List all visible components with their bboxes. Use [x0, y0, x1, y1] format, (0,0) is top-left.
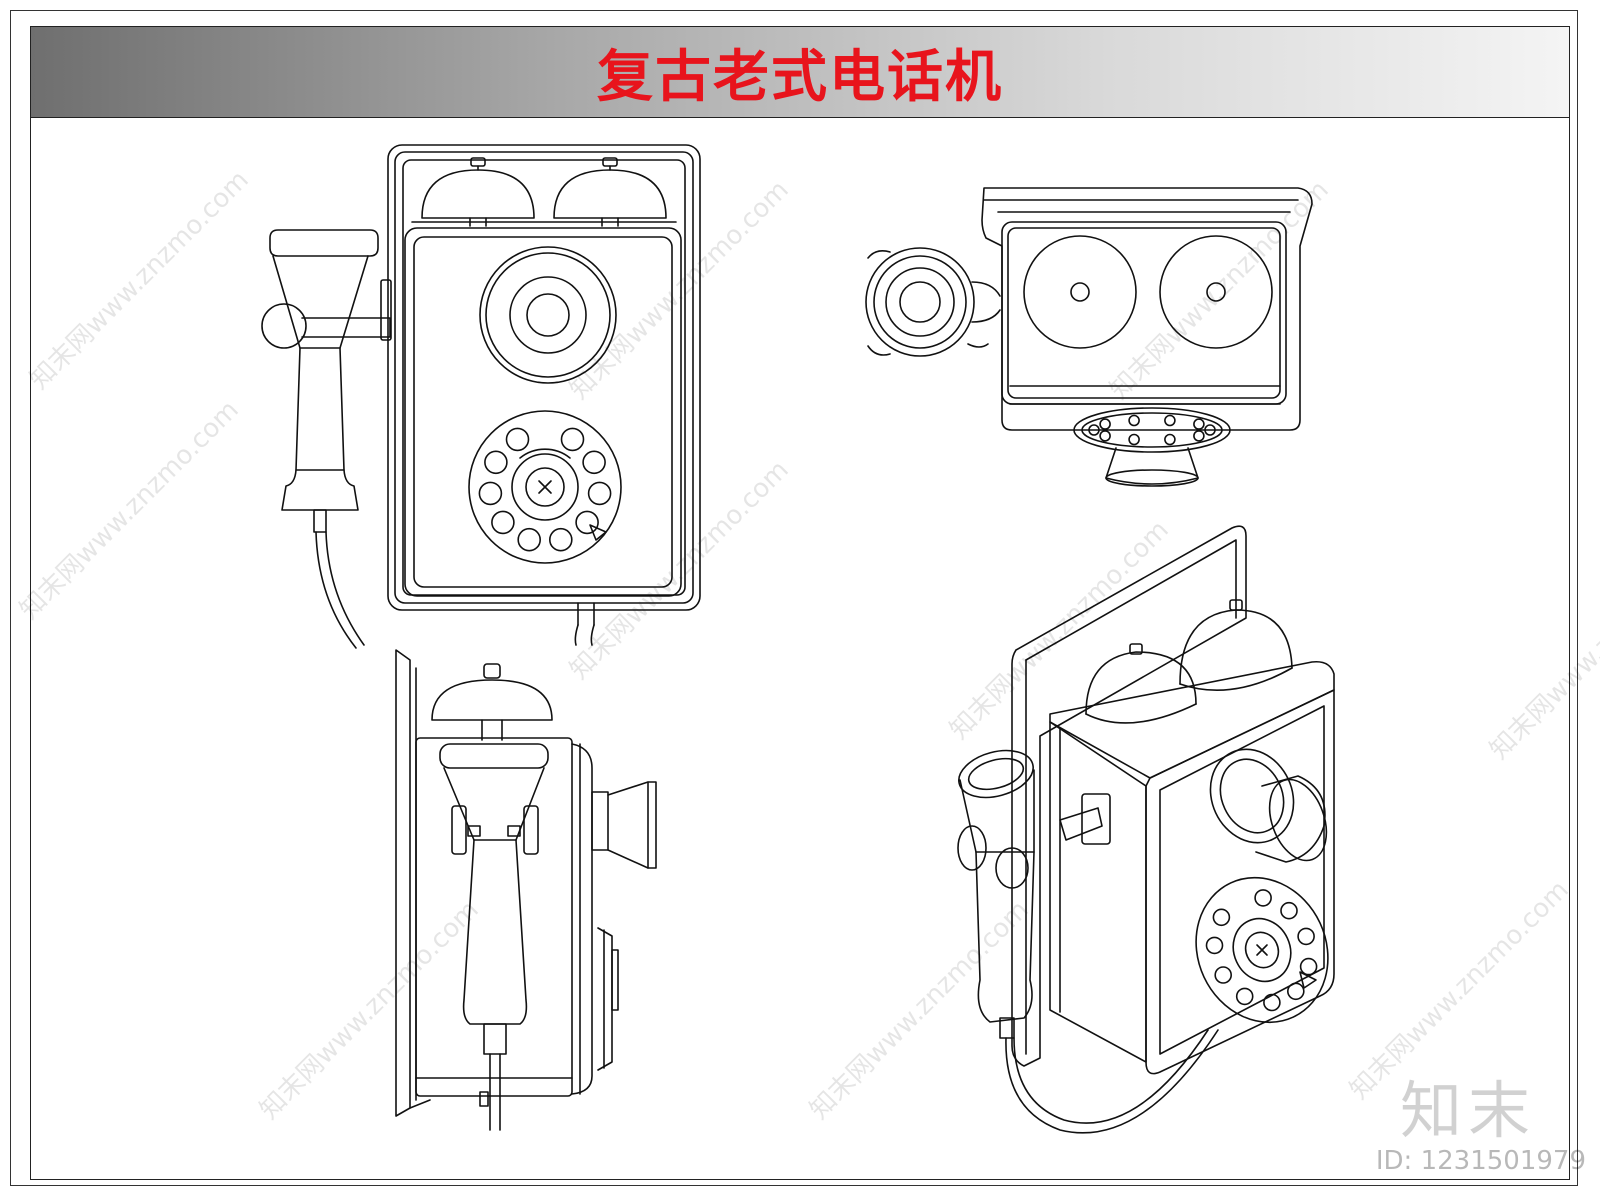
dial-finger-hole — [1204, 424, 1216, 436]
drawing-border — [30, 26, 1570, 1180]
front-view — [261, 144, 701, 649]
side-mouthpiece — [591, 791, 609, 851]
dial-finger-hole — [1099, 430, 1111, 442]
hook-knob — [261, 303, 307, 349]
drawing-title: 复古老式电话机 — [597, 44, 1003, 110]
dial-finger-hole — [478, 481, 503, 506]
brand-logo: 知末 — [1400, 1074, 1537, 1147]
dial-finger-hole — [1164, 414, 1176, 427]
backboard-inner — [394, 151, 694, 604]
dial-finger-hole — [582, 450, 606, 475]
side-view — [395, 649, 657, 1131]
iso-backboard — [1011, 525, 1247, 1067]
receiver — [269, 229, 379, 533]
bell-top-left — [1023, 235, 1137, 349]
dial-finger-hole — [1205, 936, 1224, 955]
dial-finger-hole — [1235, 987, 1254, 1006]
dial-finger-hole — [548, 527, 573, 552]
wall-plate — [395, 649, 411, 1117]
dial-finger-hole — [1128, 433, 1140, 446]
rotary-dial — [468, 410, 622, 564]
dial-finger-hole — [1099, 418, 1111, 430]
hook-arm — [301, 317, 391, 338]
iso-bell-left — [1085, 651, 1197, 715]
dial-finger-hole — [484, 450, 508, 475]
dial-finger-hole — [575, 510, 599, 535]
top-dial — [1073, 407, 1231, 487]
dial-finger-hole — [1280, 901, 1298, 920]
outer-border — [10, 10, 1578, 1186]
dial-finger-hole — [1128, 414, 1140, 427]
dial-finger-hole — [505, 427, 530, 452]
mouthpiece — [479, 246, 617, 384]
image-id: ID: 1231501979 — [1375, 1146, 1586, 1176]
dial-finger-hole — [1193, 418, 1205, 430]
iso-cord — [1005, 1029, 1219, 1134]
iso-mouthpiece — [1209, 748, 1328, 863]
iso-dial — [1195, 876, 1329, 1024]
front-panel — [404, 227, 682, 597]
bell-top-right — [1159, 235, 1273, 349]
dial-finger-hole — [1287, 982, 1305, 1001]
side-case — [415, 737, 573, 1097]
dial-finger-hole — [1088, 424, 1100, 436]
receiver-cord — [315, 531, 357, 649]
backboard — [387, 144, 701, 611]
iso-case-side — [1049, 721, 1147, 1063]
dial-finger-hole — [1164, 433, 1176, 446]
iso-receiver — [957, 749, 1035, 1039]
title-bar: 复古老式电话机 — [31, 27, 1569, 118]
bell-left — [421, 157, 535, 227]
dial-finger-hole — [1193, 430, 1205, 442]
dial-finger-hole — [1297, 927, 1315, 946]
bell-right — [553, 157, 667, 227]
dial-finger-hole — [1263, 993, 1281, 1012]
dial-finger-hole — [491, 510, 515, 535]
case-outline — [402, 159, 686, 596]
dial-finger-hole — [587, 481, 612, 506]
dial-finger-hole — [560, 427, 585, 452]
side-receiver — [439, 743, 549, 1131]
dial-finger-hole — [1299, 957, 1318, 976]
top-view — [865, 187, 1313, 487]
dial-finger-hole — [517, 527, 542, 552]
isometric-view — [957, 525, 1335, 1134]
dial-finger-hole — [1254, 889, 1272, 907]
side-bell — [431, 679, 553, 721]
iso-case-front — [1145, 689, 1335, 1075]
dial-finger-hole — [1212, 908, 1231, 927]
top-receiver — [865, 247, 1001, 357]
top-case-outline — [981, 187, 1313, 431]
dial-finger-hole — [1214, 966, 1232, 984]
